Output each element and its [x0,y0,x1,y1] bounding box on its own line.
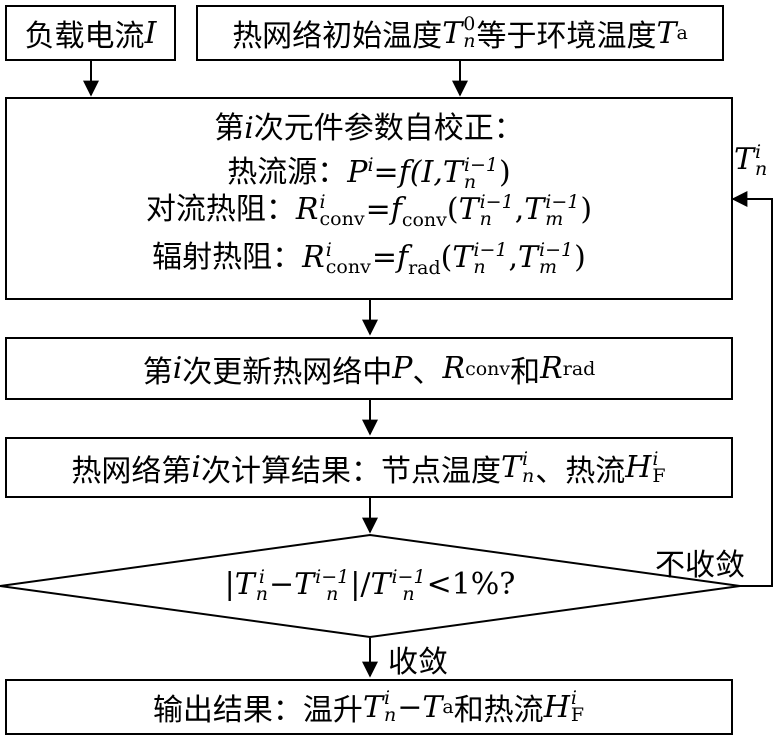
decision-diamond [0,533,741,639]
load-current-var: I [144,15,157,51]
calibration-title: 第i次元件参数自校正： [214,111,524,146]
load-current-label: 负载电流 [24,19,145,54]
feedback-loop-line [731,191,773,587]
initial-temp-label: 热网络初始温度 [232,19,443,54]
not-converged-label: 不收敛 [655,548,745,583]
converged-label: 收敛 [388,645,448,680]
